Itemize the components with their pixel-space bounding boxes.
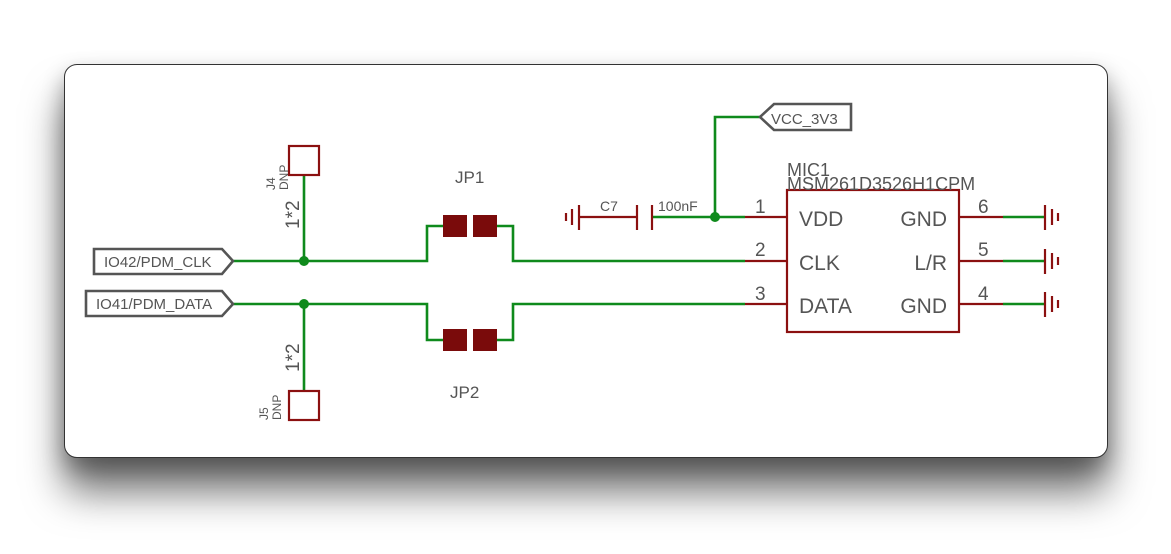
connector-j4-ref: J4 (264, 177, 278, 190)
jumper-jp2: JP2 (443, 329, 497, 402)
mic-pin-3-num: 3 (755, 284, 766, 305)
net-flag-vcc: VCC_3V3 (758, 102, 853, 132)
mic-pin-2-num: 2 (755, 240, 766, 261)
mic-part: MSM261D3526H1CPM (787, 174, 975, 194)
wire-data-right (497, 302, 745, 342)
junction-clk (299, 256, 309, 266)
net-label-vcc: VCC_3V3 (771, 111, 838, 128)
connector-j5: J5 DNP 1*2 (257, 343, 321, 422)
net-label-data: IO41/PDM_DATA (96, 296, 212, 313)
mic-pin-3-name: DATA (799, 295, 852, 318)
net-label-clk: IO42/PDM_CLK (104, 254, 212, 271)
ground-symbol-5 (1043, 249, 1060, 274)
ground-symbol-4 (1043, 292, 1060, 317)
mic-pin-2-name: CLK (799, 252, 840, 275)
capacitor-ref: C7 (600, 198, 618, 214)
mic-pin-4-num: 4 (978, 284, 989, 305)
junction-data (299, 299, 309, 309)
mic-pin-4-name: GND (900, 295, 947, 318)
wires (232, 115, 1045, 390)
jumper-jp2-label: JP2 (450, 383, 479, 402)
mic-pin-6-name: GND (900, 208, 947, 231)
capacitor-value: 100nF (658, 198, 698, 214)
mic-pin-1-name: VDD (799, 208, 843, 231)
wire-clk-left (232, 224, 443, 263)
wire-data-left (232, 302, 443, 342)
connector-j5-ref: J5 (257, 407, 271, 420)
connector-j4-note: DNP (277, 165, 291, 190)
junction-vcc (710, 212, 720, 222)
connector-j4-pins: 1*2 (283, 200, 304, 229)
connector-j5-note: DNP (270, 395, 284, 420)
jumper-jp1: JP1 (443, 168, 497, 237)
jumper-jp1-label: JP1 (455, 168, 484, 187)
mic1: MIC1 MSM261D3526H1CPM 1 VDD 2 CLK 3 DATA… (745, 160, 1003, 334)
mic-ref: MIC1 (787, 160, 830, 180)
capacitor-c7: C7 100nF (564, 198, 698, 230)
mic-pin-5-num: 5 (978, 240, 989, 261)
connector-j5-pins: 1*2 (283, 343, 304, 372)
net-flag-clk: IO42/PDM_CLK (92, 247, 235, 276)
mic-pin-5-name: L/R (914, 252, 947, 275)
wire-clk-right (497, 224, 745, 263)
wire-vcc (713, 115, 760, 217)
mic-pin-6-num: 6 (978, 197, 989, 218)
ground-symbol-6 (1043, 205, 1060, 230)
mic-pin-1-num: 1 (755, 197, 766, 218)
net-flag-data: IO41/PDM_DATA (84, 289, 235, 318)
connector-j4: J4 DNP 1*2 (264, 144, 321, 229)
